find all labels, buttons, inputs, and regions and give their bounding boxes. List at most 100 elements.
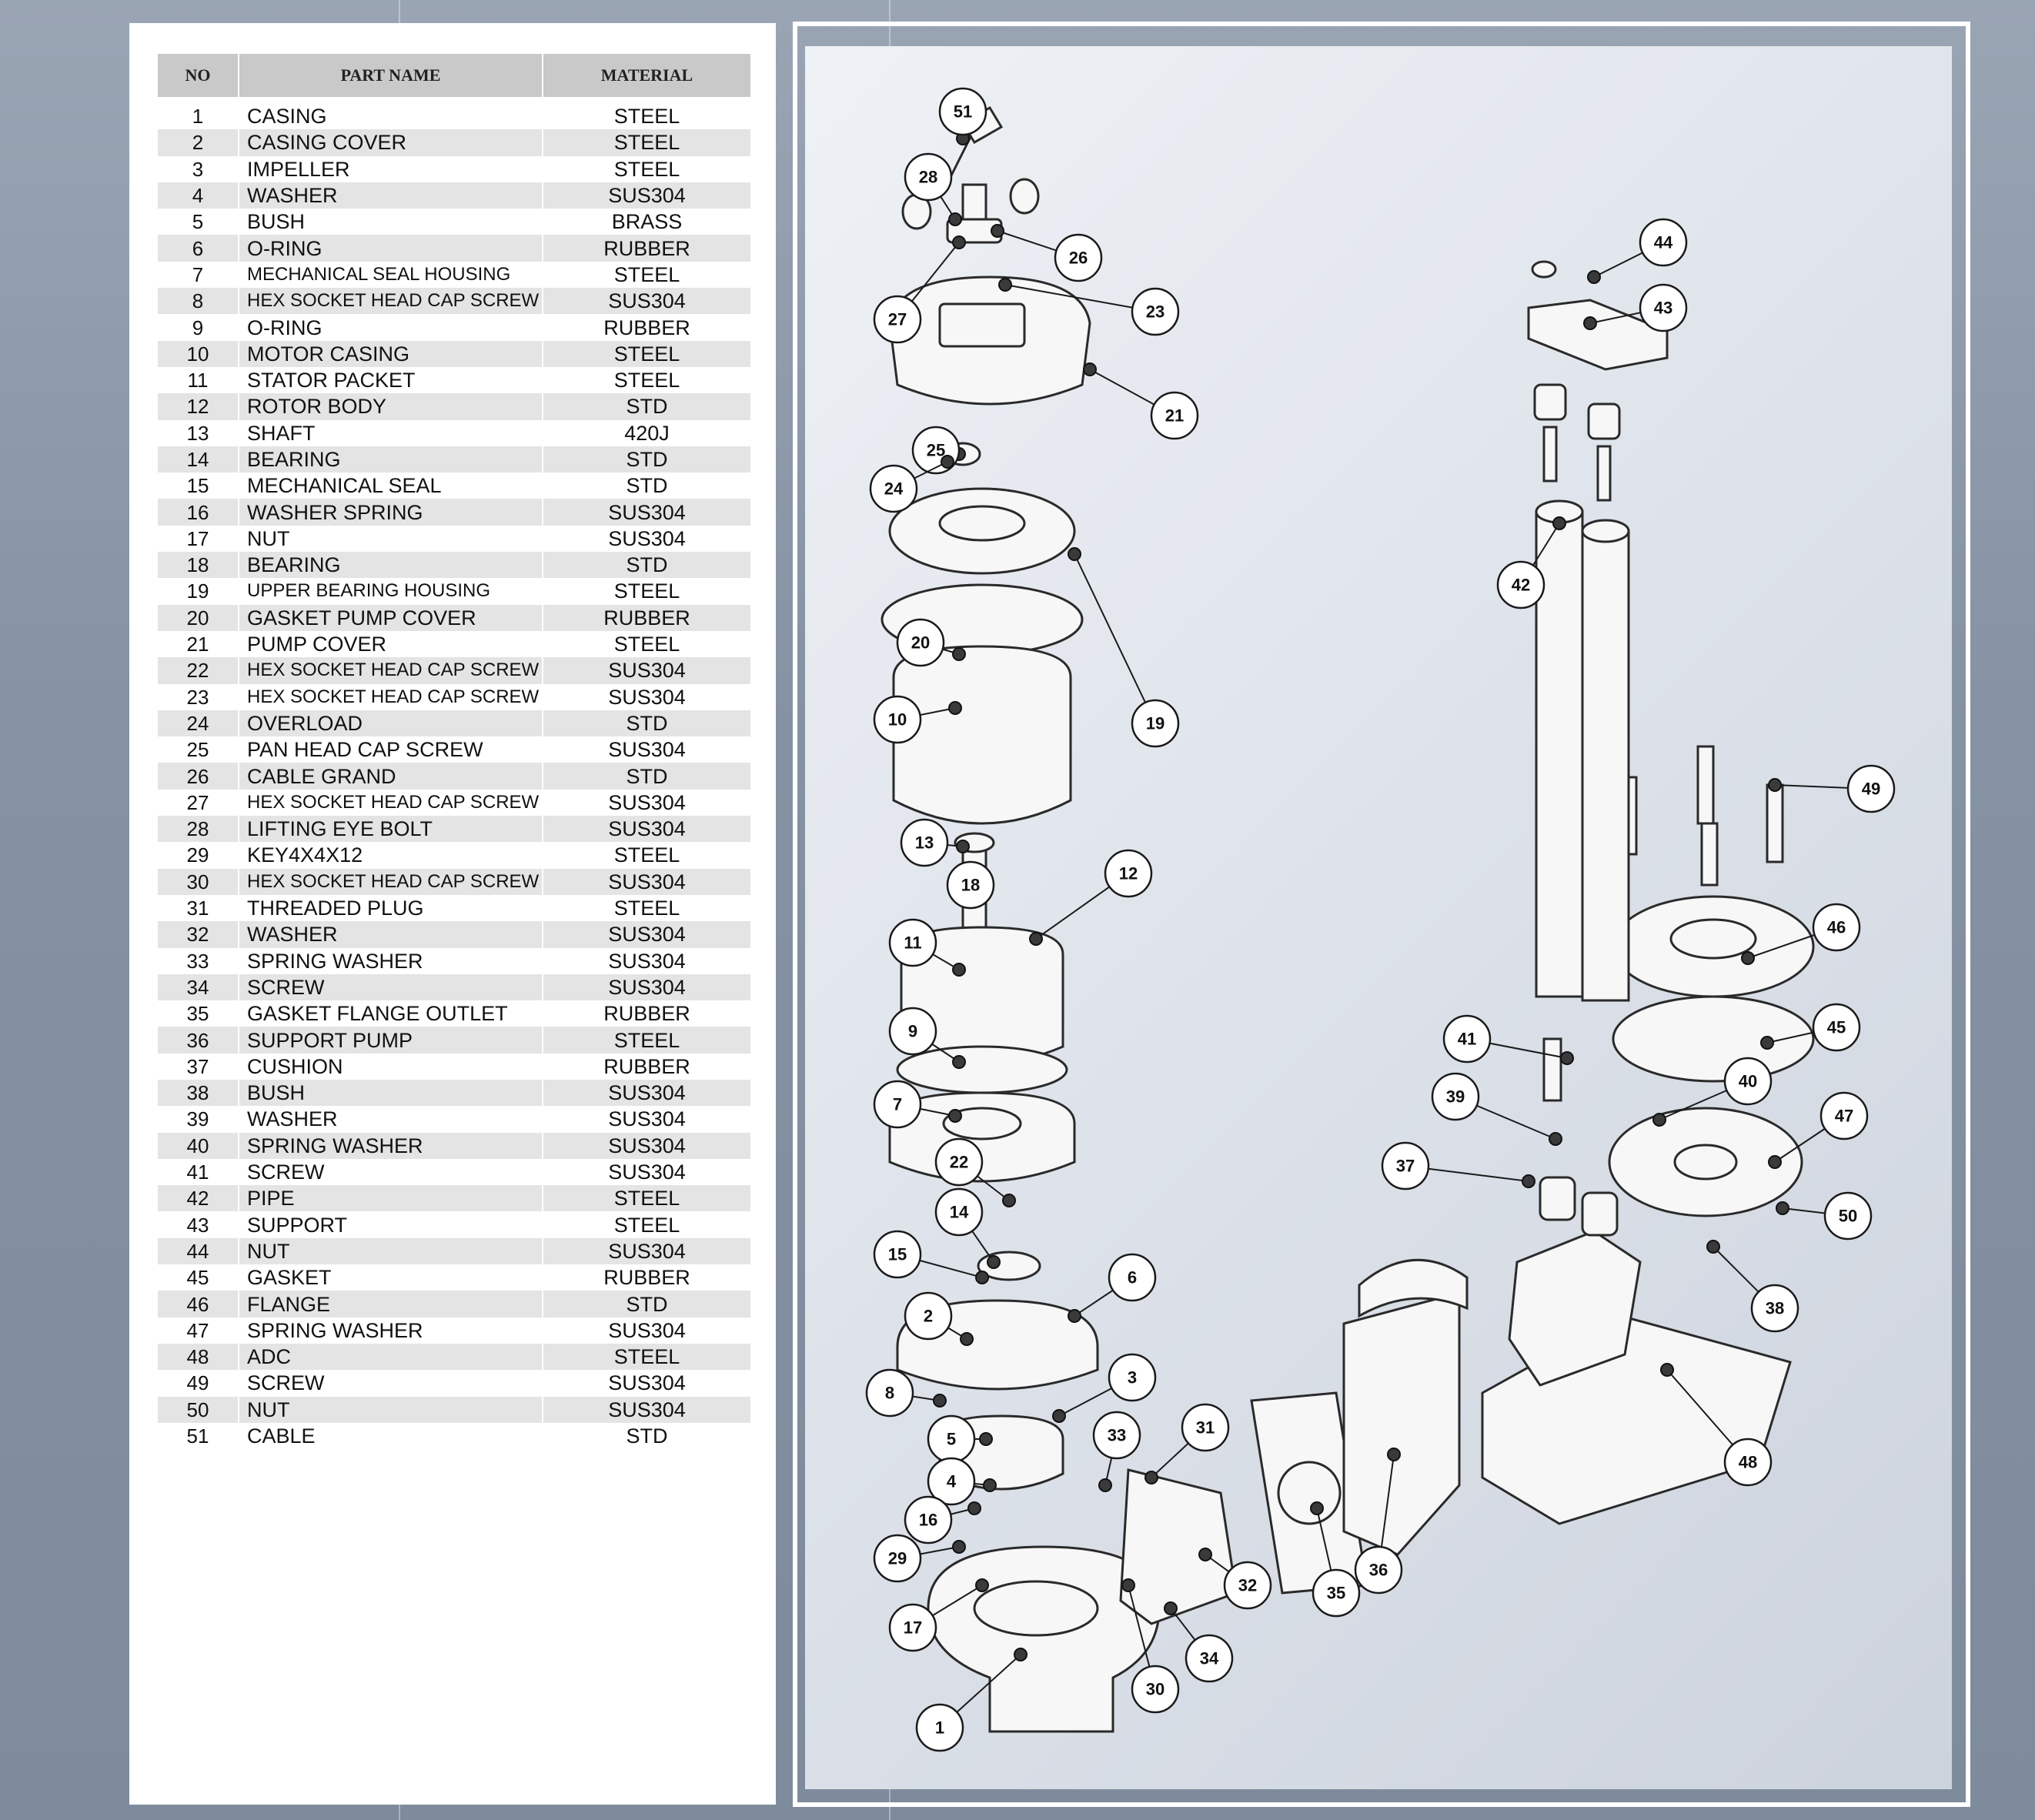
callout-circle: [888, 918, 937, 967]
row-part-name: BEARING: [238, 446, 543, 473]
row-number: 21: [158, 630, 239, 658]
row-part-name: HEX SOCKET HEAD CAP SCREW: [238, 789, 543, 816]
row-number: 41: [158, 1158, 239, 1186]
row-material: STEEL: [542, 842, 750, 869]
row-part-name: NUT: [238, 525, 543, 553]
callout-number: 38: [1766, 1299, 1784, 1318]
callout-anchor-dot: [1002, 1194, 1016, 1207]
row-material: STD: [542, 473, 750, 499]
callout-17: 17: [888, 1578, 989, 1652]
row-number: 28: [158, 816, 239, 843]
callout-number: 36: [1369, 1561, 1388, 1580]
row-part-name: MECHANICAL SEAL: [238, 473, 543, 499]
callout-circle: [1496, 560, 1545, 609]
callout-anchor-dot: [1583, 316, 1597, 330]
callout-number: 10: [888, 710, 907, 730]
callout-7: 7: [873, 1080, 962, 1129]
callout-23: 23: [998, 278, 1180, 336]
row-material: RUBBER: [542, 1000, 750, 1027]
row-part-name: SPRING WASHER: [238, 1132, 543, 1159]
callout-anchor-dot: [998, 278, 1012, 292]
screw-part: [1766, 783, 1784, 863]
row-number: 37: [158, 1053, 239, 1080]
row-material: STEEL: [542, 261, 750, 289]
callout-number: 5: [947, 1430, 956, 1449]
callout-42: 42: [1496, 516, 1566, 609]
callout-number: 22: [950, 1153, 968, 1172]
row-number: 31: [158, 894, 239, 922]
row-part-name: SUPPORT: [238, 1211, 543, 1238]
row-part-name: NUT: [238, 1237, 543, 1265]
row-part-name: OVERLOAD: [238, 710, 543, 737]
row-part-name: GASKET PUMP COVER: [238, 604, 543, 631]
callout-number: 34: [1200, 1649, 1219, 1668]
callout-circle: [869, 464, 918, 513]
callout-anchor-dot: [1768, 778, 1782, 792]
row-number: 6: [158, 235, 239, 262]
row-number: 5: [158, 209, 239, 235]
callout-anchor-dot: [975, 1271, 989, 1284]
callout-number: 40: [1739, 1072, 1757, 1091]
callout-48: 48: [1660, 1363, 1773, 1487]
row-part-name: UPPER BEARING HOUSING: [238, 578, 543, 605]
row-part-name: LIFTING EYE BOLT: [238, 816, 543, 843]
row-material: SUS304: [542, 1370, 750, 1397]
row-material: SUS304: [542, 499, 750, 526]
callout-number: 43: [1654, 299, 1672, 318]
callout-number: 4: [947, 1472, 957, 1491]
o-ring-part: [896, 1045, 1068, 1094]
callout-number: 8: [885, 1384, 894, 1403]
callout-circle: [1223, 1561, 1272, 1610]
callout-2: 2: [904, 1291, 974, 1346]
row-material: STEEL: [542, 1185, 750, 1212]
callout-35: 35: [1310, 1501, 1361, 1618]
callout-circle: [1354, 1545, 1403, 1595]
pump-drawing: [880, 105, 1815, 1733]
callout-circle: [900, 818, 949, 867]
row-material: STEEL: [542, 129, 750, 156]
row-material: SUS304: [542, 736, 750, 763]
callout-number: 42: [1512, 576, 1530, 595]
row-part-name: CASING COVER: [238, 129, 543, 156]
callout-anchor-dot: [1706, 1240, 1720, 1254]
screw-part: [1700, 822, 1719, 887]
row-number: 45: [158, 1264, 239, 1291]
callout-circle: [946, 860, 995, 910]
row-number: 49: [158, 1370, 239, 1397]
callout-circle: [1131, 1665, 1180, 1714]
callout-anchor-dot: [952, 1540, 966, 1554]
row-number: 8: [158, 288, 239, 315]
callout-number: 23: [1146, 302, 1165, 322]
row-material: STEEL: [542, 578, 750, 605]
callout-anchor-dot: [1310, 1501, 1324, 1515]
callout-anchor-dot: [1121, 1578, 1135, 1592]
row-material: SUS304: [542, 1317, 750, 1344]
callout-anchor-dot: [956, 840, 970, 853]
row-material: RUBBER: [542, 235, 750, 262]
callout-circle: [1181, 1403, 1230, 1452]
callout-anchor-dot: [1741, 951, 1755, 965]
row-number: 25: [158, 736, 239, 763]
row-part-name: WASHER: [238, 182, 543, 209]
callout-anchor-dot: [991, 224, 1004, 238]
callout-circle: [927, 1457, 976, 1506]
callout-number: 21: [1165, 406, 1184, 426]
callout-41: 41: [1442, 1014, 1574, 1065]
callout-number: 6: [1128, 1268, 1137, 1287]
gasket-flange-outlet-hole: [1277, 1461, 1342, 1525]
callout-anchor-dot: [948, 1109, 962, 1123]
row-part-name: CABLE GRAND: [238, 763, 543, 790]
